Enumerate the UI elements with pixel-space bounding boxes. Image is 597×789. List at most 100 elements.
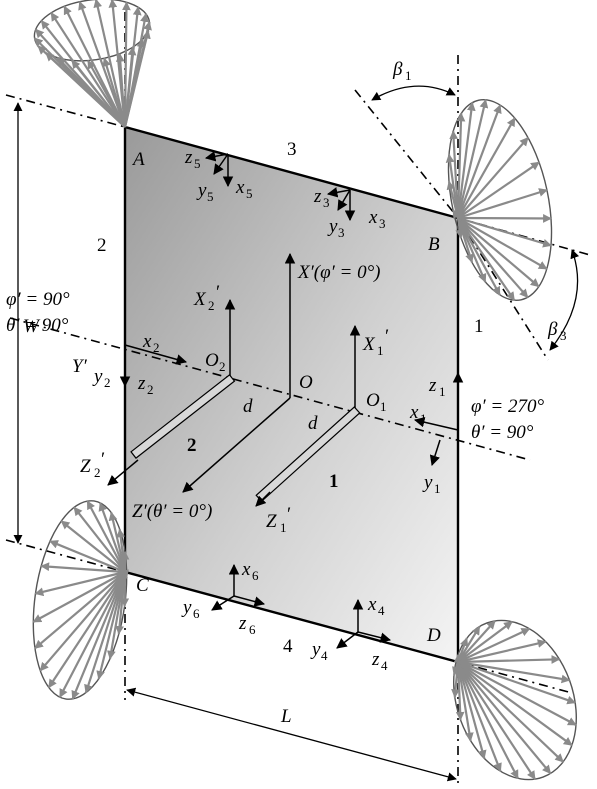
x5-label: x bbox=[235, 177, 245, 198]
corner-d-extension bbox=[457, 661, 573, 694]
o2-sub: 2 bbox=[219, 359, 226, 374]
radiation-ray bbox=[456, 98, 489, 219]
x3-label: x bbox=[368, 207, 378, 228]
radiation-ray bbox=[456, 101, 476, 219]
radiation-ray bbox=[34, 570, 126, 597]
length-dimension-line bbox=[126, 687, 457, 782]
radiation-ray bbox=[457, 188, 548, 220]
y2-label: y bbox=[92, 366, 103, 387]
z1-prime-sub: 1 bbox=[280, 520, 287, 535]
radiation-ray bbox=[457, 136, 529, 219]
radiation-ray bbox=[457, 117, 516, 219]
y-axis-centreline bbox=[9, 317, 531, 461]
x3-sub: 3 bbox=[379, 216, 386, 231]
origin-label: O bbox=[299, 372, 313, 393]
x1-label: x bbox=[409, 402, 419, 423]
x1-sub: 1 bbox=[420, 411, 427, 426]
x6-label: x bbox=[241, 559, 251, 580]
beta3-subscript: 3 bbox=[560, 328, 567, 343]
radiation-ray bbox=[71, 571, 127, 700]
radiation-ray bbox=[40, 562, 126, 574]
x1-prime-mark: ′ bbox=[385, 326, 389, 347]
edge-4-label: 4 bbox=[283, 636, 293, 657]
z2-label: z bbox=[137, 373, 146, 394]
radiation-ray bbox=[457, 217, 548, 270]
radiation-ray bbox=[49, 540, 126, 574]
antenna-2-label: 2 bbox=[187, 435, 197, 456]
x5-sub: 5 bbox=[246, 186, 253, 201]
radiation-ray bbox=[457, 661, 552, 775]
radiation-ray bbox=[34, 571, 126, 650]
radiation-ray bbox=[63, 5, 126, 128]
y6-sub: 6 bbox=[193, 606, 200, 621]
z4-sub: 4 bbox=[381, 658, 388, 673]
y5-sub: 5 bbox=[207, 189, 214, 204]
radiation-ray bbox=[34, 28, 126, 128]
radiation-ray bbox=[96, 571, 127, 680]
x6-sub: 6 bbox=[252, 568, 259, 583]
y3-label: y bbox=[327, 216, 338, 237]
radiation-ray bbox=[456, 661, 502, 773]
radiation-ray bbox=[40, 20, 126, 128]
radiation-ray bbox=[456, 112, 466, 219]
z4-label: z bbox=[371, 649, 380, 670]
radiation-ray bbox=[457, 660, 571, 684]
width-label: W bbox=[23, 316, 41, 337]
radiation-ray bbox=[120, 569, 129, 579]
z6-label: z bbox=[238, 613, 247, 634]
radiation-ray bbox=[123, 13, 149, 128]
radiation-ray bbox=[457, 214, 552, 223]
radiation-ray bbox=[457, 217, 540, 288]
z-prime-label: Z′(θ′ = 0°) bbox=[132, 501, 212, 522]
z5-sub: 5 bbox=[194, 156, 201, 171]
radiation-ray bbox=[457, 620, 513, 663]
radiation-ray bbox=[73, 506, 126, 573]
y6-axis bbox=[211, 595, 235, 611]
left-theta-label: θ′ = 90° bbox=[6, 315, 69, 336]
x1-axis bbox=[413, 417, 459, 431]
antenna-1-label: 1 bbox=[329, 471, 339, 492]
radiation-ray bbox=[457, 661, 573, 747]
z1-prime-axis bbox=[255, 491, 271, 507]
beta3-arc bbox=[549, 249, 580, 351]
z1-prime-label: Z bbox=[266, 511, 277, 532]
z3-label: z bbox=[313, 186, 322, 207]
d-label-right: d bbox=[308, 413, 318, 434]
y4-axis bbox=[336, 631, 359, 649]
radiation-ray bbox=[32, 571, 126, 623]
radiation-ray bbox=[456, 661, 487, 760]
radiation-ray bbox=[457, 217, 529, 299]
radiation-ray bbox=[50, 12, 126, 128]
radiation-ray bbox=[449, 130, 460, 219]
y4-sub: 4 bbox=[321, 648, 328, 663]
edge-1-label: 1 bbox=[474, 316, 484, 337]
z2-prime-label: Z bbox=[80, 456, 91, 477]
radiation-ray bbox=[84, 571, 127, 694]
radiation-ray bbox=[60, 520, 126, 573]
radiation-ray bbox=[108, 0, 127, 128]
radiation-ray bbox=[98, 502, 127, 573]
cone-b bbox=[445, 98, 553, 301]
x4-label: x bbox=[367, 594, 377, 615]
beta1-arc bbox=[371, 85, 456, 101]
plate bbox=[123, 125, 460, 664]
y6-label: y bbox=[181, 597, 192, 618]
radiation-ray bbox=[457, 639, 547, 664]
z2-prime-mark: ′ bbox=[101, 449, 105, 470]
x1-prime-sub: 1 bbox=[377, 343, 384, 358]
x-prime-label: X′(φ′ = 0°) bbox=[297, 262, 381, 283]
radiation-ray bbox=[457, 216, 552, 248]
radiation-ray bbox=[33, 37, 126, 128]
x4-sub: 4 bbox=[378, 603, 385, 618]
radiation-ray bbox=[457, 217, 516, 301]
z1-prime-mark: ′ bbox=[287, 504, 291, 525]
radiation-ray bbox=[457, 661, 564, 763]
y1-axis bbox=[429, 439, 441, 467]
radiation-ray bbox=[58, 571, 126, 698]
radiation-ray bbox=[123, 6, 142, 128]
radiation-ray bbox=[456, 217, 487, 283]
radiation-ray bbox=[457, 161, 540, 219]
beta1-reference-line bbox=[354, 89, 459, 219]
right-theta-label: θ′ = 90° bbox=[471, 422, 534, 443]
radiation-ray bbox=[39, 571, 126, 672]
